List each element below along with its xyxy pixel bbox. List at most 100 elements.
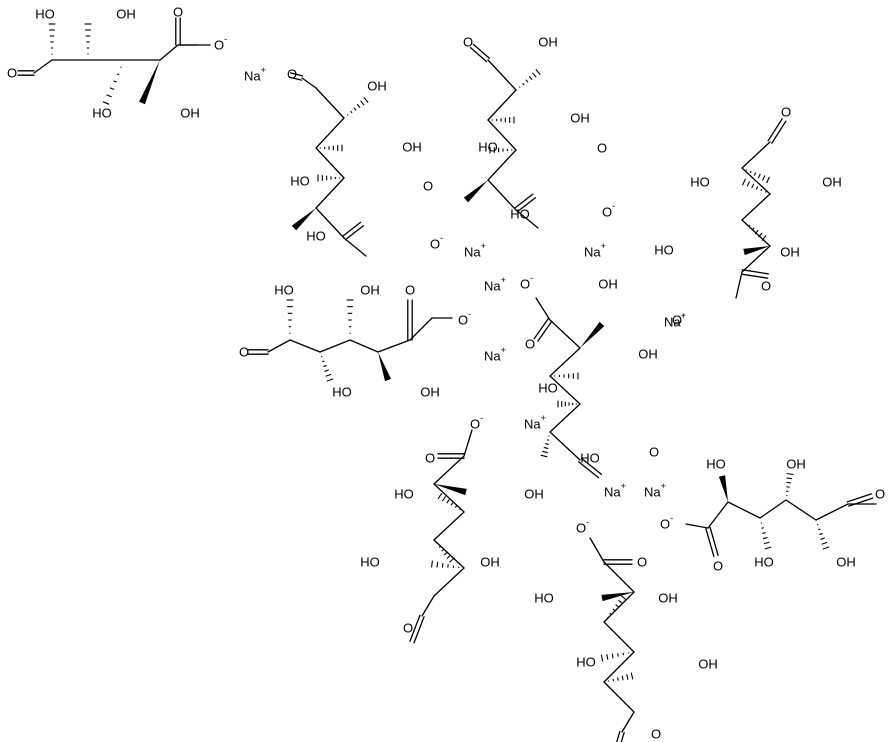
chain-bond <box>741 245 771 273</box>
hydroxyl-group: OH <box>786 457 806 472</box>
hydroxyl-group: HO <box>580 451 600 466</box>
carboxylate-oxygen: O- <box>214 34 227 53</box>
hydroxyl-group: OH <box>780 245 800 260</box>
carboxylate-oxygen: O- <box>576 517 589 536</box>
aldehyde-oxygen: O <box>463 35 473 50</box>
wedge-bond <box>580 321 605 348</box>
hydroxyl-group: OH <box>116 7 136 22</box>
double-bond <box>705 527 715 558</box>
chain-bond <box>315 117 345 149</box>
chain-bond <box>159 44 179 61</box>
wedge-bond <box>378 352 392 382</box>
double-bond <box>709 526 719 557</box>
hash-bond <box>346 299 354 334</box>
chain-bond <box>515 209 539 229</box>
chain-bond <box>315 207 345 239</box>
chain-bond <box>741 193 771 221</box>
hydroxyl-group: OH <box>420 385 440 400</box>
chain-bond <box>741 167 771 195</box>
chain-bond <box>487 89 517 121</box>
double-bond <box>289 72 304 77</box>
chain-bond <box>409 317 433 341</box>
hydroxyl-group: HO <box>754 555 774 570</box>
hydroxyl-group: HO <box>394 487 414 502</box>
chain-bond <box>349 339 379 353</box>
chain-bond <box>315 177 345 209</box>
sodium-ion: Na+ <box>484 345 506 364</box>
double-bond <box>577 461 600 479</box>
carboxylate-oxygen: O- <box>470 413 483 432</box>
chain-bond <box>487 149 517 181</box>
double-bond <box>771 120 787 144</box>
hash-bond <box>786 472 794 497</box>
hydroxyl-group: HO <box>35 7 55 22</box>
chain-bond <box>487 59 517 91</box>
double-bond <box>472 43 491 59</box>
chain-bond <box>315 147 345 179</box>
hydroxyl-group: OH <box>836 555 856 570</box>
chain-bond <box>463 429 473 457</box>
double-bond <box>469 47 488 63</box>
chain-bond <box>319 339 351 353</box>
chain-bond <box>815 503 849 521</box>
hydroxyl-group: OH <box>180 106 200 121</box>
double-bond <box>413 616 425 644</box>
hash-bond <box>557 400 577 408</box>
double-bond <box>288 76 303 81</box>
hydroxyl-group: HO <box>92 106 112 121</box>
aldehyde-oxygen: O <box>287 67 297 82</box>
hydroxyl-group: HO <box>306 229 326 244</box>
wedge-bond <box>434 484 467 496</box>
sodium-ion: Na+ <box>584 241 606 260</box>
double-bond <box>741 269 769 275</box>
carboxyl-oxygen: O <box>637 555 647 570</box>
hash-bond <box>760 522 772 550</box>
chain-bond <box>621 711 635 733</box>
chain-bond <box>343 237 367 257</box>
double-bond <box>580 457 603 475</box>
hydroxyl-group: HO <box>360 555 380 570</box>
hydroxyl-group: OH <box>524 487 544 502</box>
carboxyl-oxygen: O <box>173 5 183 20</box>
hash-bond <box>431 560 460 568</box>
aldehyde-oxygen: O <box>403 621 413 636</box>
hash-bond <box>608 672 634 682</box>
hash-bond <box>317 174 341 182</box>
chain-bond <box>727 501 761 519</box>
hash-bond <box>346 97 369 116</box>
hydroxyl-group: OH <box>570 111 590 126</box>
hash-bond <box>540 435 550 458</box>
chain-bond <box>421 595 435 617</box>
chain-bond <box>487 179 517 211</box>
sodium-ion: Na+ <box>604 481 626 500</box>
hash-bond <box>437 492 461 511</box>
carboxyl-oxygen: O <box>425 451 435 466</box>
chain-bond <box>301 77 317 89</box>
double-bond <box>848 497 874 507</box>
hash-bond <box>436 542 455 563</box>
chain-bond <box>33 59 53 74</box>
sodium-ion: Na+ <box>524 413 546 432</box>
aldehyde-oxygen: O <box>781 105 791 120</box>
hydroxyl-group: HO <box>478 140 498 155</box>
double-bond <box>537 320 553 342</box>
chain-bond <box>289 339 321 353</box>
hash-bond <box>489 146 513 154</box>
chain-bond <box>433 511 465 541</box>
hash-bond <box>745 169 770 184</box>
hydroxyl-group: HO <box>690 175 710 190</box>
chain-bond <box>487 119 517 151</box>
chain-bond <box>433 539 465 569</box>
hash-bond <box>286 299 294 334</box>
chain-bond <box>549 347 581 377</box>
chain-bond <box>603 621 635 653</box>
hydroxyl-group: HO <box>538 381 558 396</box>
chain-bond <box>549 431 581 461</box>
chain-bond <box>315 87 345 119</box>
hydroxyl-group: OH <box>598 277 618 292</box>
hash-bond <box>491 116 515 124</box>
carboxylate-oxygen: O- <box>520 273 533 292</box>
chain-bond <box>589 537 605 563</box>
hash-bond <box>518 69 541 88</box>
